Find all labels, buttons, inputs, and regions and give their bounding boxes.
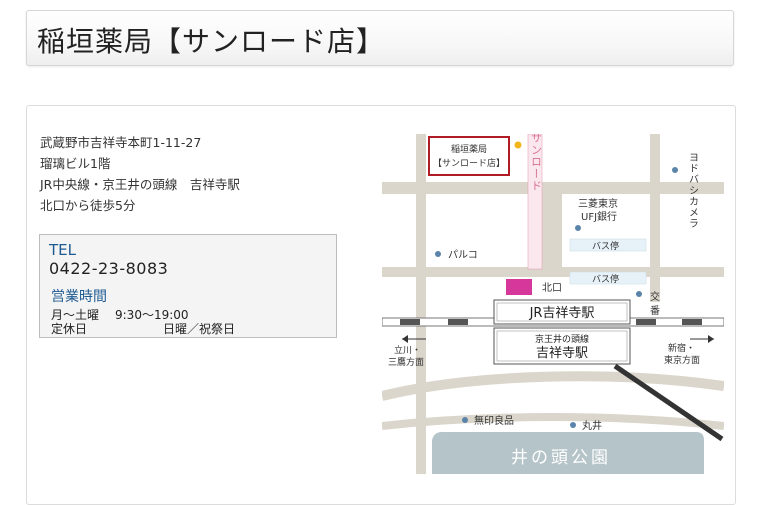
road-vertical-left <box>416 134 426 474</box>
mufg-label-2: UFJ銀行 <box>581 210 617 223</box>
left-direction-1: 立川・ <box>394 344 421 356</box>
bus-stop-2-label: バス停 <box>592 273 619 285</box>
bus-stop-1-label: バス停 <box>592 240 619 252</box>
tel-number[interactable]: 0422-23-8083 <box>49 259 169 278</box>
park-area <box>432 432 704 474</box>
road-plaza <box>542 182 562 277</box>
mufg-dot <box>575 225 581 231</box>
info-panel: TEL 0422-23-8083 営業時間 月〜土曜 9:30〜19:00 定休… <box>39 234 337 338</box>
left-direction-2: 三鷹方面 <box>388 356 424 368</box>
hours-row-closed: 定休日 日曜／祝祭日 <box>51 320 235 337</box>
page-title: 稲垣薬局【サンロード店】 <box>37 25 386 58</box>
sunroad-street <box>527 134 543 270</box>
store-label-name: 稲垣薬局 <box>451 143 487 155</box>
road-vertical-right <box>650 134 660 302</box>
keio-station-label: 吉祥寺駅 <box>536 346 588 361</box>
address-line-3: JR中央線・京王井の頭線 吉祥寺駅 <box>40 177 240 192</box>
park-label: 井の頭公園 <box>511 448 611 468</box>
hours-row-label: 定休日 <box>51 322 88 336</box>
hours-row-value: 9:30〜19:00 <box>115 308 189 322</box>
keio-station-box <box>493 327 631 365</box>
address-line-2: 瑠璃ビル1階 <box>40 156 111 171</box>
title-box: 稲垣薬局【サンロード店】 <box>26 10 734 66</box>
bus-stop-2 <box>569 271 647 285</box>
store-marker[interactable] <box>514 141 522 149</box>
keio-railway <box>613 363 724 442</box>
address-line-4: 北口から徒歩5分 <box>40 198 136 213</box>
address-block: 武蔵野市吉祥寺本町1-11-27 瑠璃ビル1階 JR中央線・京王井の頭線 吉祥寺… <box>40 132 240 216</box>
hours-row-weekday: 月〜土曜 9:30〜19:00 <box>51 306 189 323</box>
yodobashi-dot <box>672 167 678 173</box>
north-exit-label: 北口 <box>542 282 562 294</box>
jr-station-box <box>493 299 631 325</box>
road-curve-2 <box>382 413 724 430</box>
hours-row-value: 日曜／祝祭日 <box>163 322 236 336</box>
access-map: バス停 バス停 稲垣薬局 【サンロード店】 サンロード ヨドバシカメラ 三菱東京… <box>382 134 724 474</box>
koban-dot <box>636 291 642 297</box>
parco-dot <box>435 251 441 257</box>
road-curve-1 <box>382 371 724 401</box>
koban-label-2: 番 <box>650 305 660 317</box>
mujirushi-label: 無印良品 <box>474 414 514 427</box>
marui-dot <box>570 422 576 428</box>
mujirushi-dot <box>462 417 468 423</box>
store-label-frame[interactable] <box>428 136 510 176</box>
right-direction-1: 新宿・ <box>668 342 695 354</box>
yodobashi-label: ヨドバシカメラ <box>687 152 699 229</box>
north-exit-marker <box>506 279 532 295</box>
parco-label: パルコ <box>448 249 478 261</box>
jr-station-label: JR吉祥寺駅 <box>529 306 595 321</box>
tel-label: TEL <box>49 241 76 259</box>
bus-stop-1 <box>569 238 647 252</box>
hours-row-label: 月〜土曜 <box>51 308 100 322</box>
keio-line-label: 京王井の頭線 <box>535 333 589 345</box>
store-label-branch: 【サンロード店】 <box>433 157 505 169</box>
koban-label-1: 交 <box>650 290 660 303</box>
hours-label: 営業時間 <box>51 289 107 305</box>
mufg-label-1: 三菱東京 <box>578 197 618 210</box>
address-line-1: 武蔵野市吉祥寺本町1-11-27 <box>40 135 202 150</box>
sunroad-label: サンロード <box>530 134 543 192</box>
marui-label: 丸井 <box>582 419 602 432</box>
svg-text:サンロード: サンロード <box>530 134 543 192</box>
right-direction-2: 東京方面 <box>664 354 700 366</box>
